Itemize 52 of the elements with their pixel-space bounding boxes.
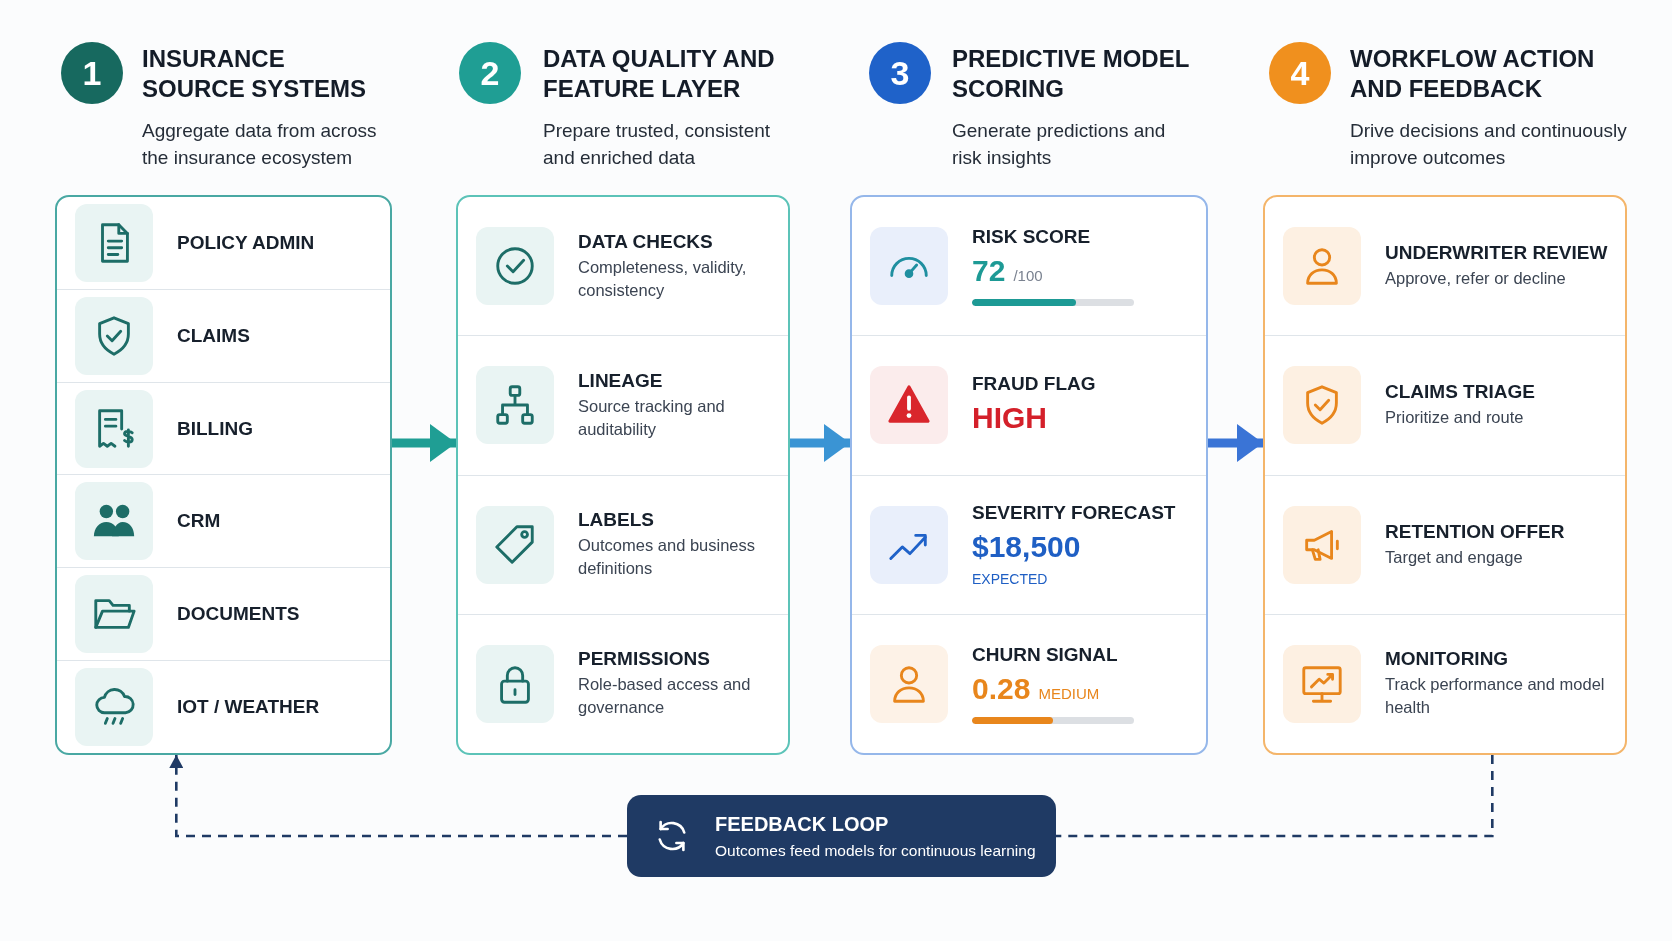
- row-description: Source tracking and auditability: [578, 395, 726, 440]
- arrow: [392, 424, 456, 462]
- row-title: MONITORING: [1385, 648, 1509, 671]
- metric-value: $18,500: [972, 528, 1081, 565]
- row-description: Prioritize and route: [1385, 407, 1524, 429]
- row-title: DOCUMENTS: [177, 603, 300, 626]
- section-description: Aggregate data from across the insurance ecosystem: [142, 119, 378, 170]
- section-description: Drive decisions and continuously improve outcomes: [1350, 119, 1628, 170]
- row-description: Approve, refer or decline: [1385, 268, 1566, 290]
- feedback-banner: [627, 795, 1056, 877]
- row-title: DATA CHECKS: [578, 230, 713, 253]
- row-title: LABELS: [578, 509, 654, 532]
- section-title: WORKFLOW ACTION AND FEEDBACK: [1350, 44, 1596, 104]
- row-title: POLICY ADMIN: [177, 231, 315, 254]
- row-description: Track performance and model health: [1385, 674, 1606, 719]
- section-title: DATA QUALITY AND FEATURE LAYER: [543, 44, 776, 104]
- row-title: LINEAGE: [578, 369, 663, 392]
- metric-unit: /100: [1013, 267, 1043, 285]
- row-title: RISK SCORE: [972, 226, 1091, 249]
- row-description: Outcomes and business definitions: [578, 535, 756, 580]
- row-title: BILLING: [177, 417, 253, 440]
- metric-value: HIGH: [972, 399, 1047, 436]
- banner-title: FEEDBACK LOOP: [715, 812, 890, 836]
- row-description: Completeness, validity, consistency: [578, 256, 748, 301]
- metric-caption: EXPECTED: [972, 570, 1048, 587]
- metric-value: 0.28: [972, 670, 1031, 707]
- arrow: [790, 424, 850, 462]
- section-title: INSURANCE SOURCE SYSTEMS: [142, 44, 368, 104]
- step-badge: 3: [869, 42, 931, 104]
- step-badge: 1: [61, 42, 123, 104]
- row-title: CLAIMS TRIAGE: [1385, 381, 1535, 404]
- section-description: Generate predictions and risk insights: [952, 119, 1167, 170]
- row-title: CRM: [177, 510, 221, 533]
- dashed-arrow: [169, 755, 627, 838]
- section-description: Prepare trusted, consistent and enriched data: [543, 119, 772, 170]
- metric-unit: MEDIUM: [1038, 684, 1100, 702]
- row-title: UNDERWRITER REVIEW: [1385, 242, 1608, 265]
- step-badge: 2: [459, 42, 521, 104]
- row-title: CHURN SIGNAL: [972, 643, 1118, 666]
- metric-value: 72: [972, 253, 1006, 290]
- row-title: RETENTION OFFER: [1385, 520, 1565, 543]
- row-title: SEVERITY FORECAST: [972, 501, 1176, 524]
- row-description: Role-based access and governance: [578, 674, 752, 719]
- row-title: IOT / WEATHER: [177, 696, 320, 719]
- row-title: FRAUD FLAG: [972, 372, 1096, 395]
- step-badge: 4: [1269, 42, 1331, 104]
- row-description: Target and engage: [1385, 546, 1523, 568]
- banner-description: Outcomes feed models for continuous learning: [715, 841, 1036, 860]
- section-title: PREDICTIVE MODEL SCORING: [952, 44, 1190, 104]
- arrow: [1208, 424, 1263, 462]
- row-title: PERMISSIONS: [578, 648, 710, 671]
- row-title: CLAIMS: [177, 324, 250, 347]
